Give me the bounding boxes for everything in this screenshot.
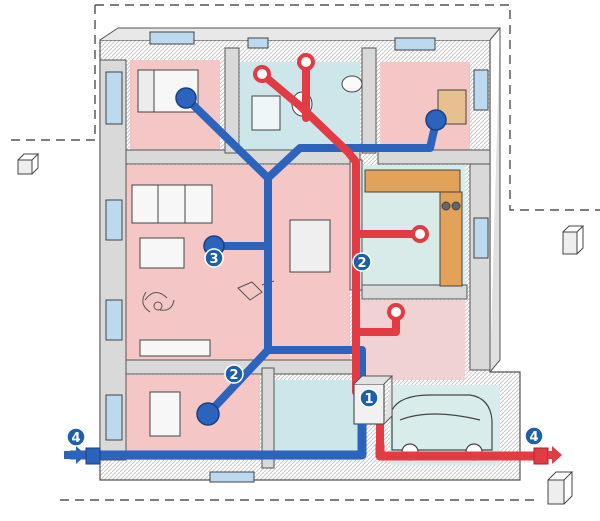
badge-outdoor-out: 4 [524, 426, 544, 446]
bench-icon [139, 339, 211, 357]
badge-outdoor-in: 4 [66, 427, 86, 447]
hall-floor [355, 300, 465, 380]
badge-unit-label: 1 [364, 392, 373, 407]
bed-bottom-icon [149, 391, 181, 437]
property-boundary [5, 4, 600, 211]
garden-post-left [17, 153, 40, 175]
supply-terminals [253, 53, 429, 321]
interior-walls [99, 47, 491, 469]
washbasin-icon [341, 75, 363, 93]
room-divider-icon [289, 219, 331, 273]
bedroom-bottom-floor [120, 375, 260, 460]
dresser-icon [437, 89, 467, 125]
extract-terminals [175, 87, 447, 426]
table-icon [139, 237, 185, 269]
badge-outdoor-in-label: 4 [71, 431, 80, 446]
badge-extract-duct: 2 [224, 364, 244, 384]
shower-icon [251, 95, 281, 131]
badge-terminal: 3 [204, 248, 224, 268]
sofa-icon [131, 184, 213, 224]
badge-supply-duct-label: 2 [357, 256, 366, 271]
badge-supply-duct: 2 [352, 252, 372, 272]
kitchen-counter-icon [364, 169, 463, 287]
badge-extract-duct-label: 2 [229, 368, 238, 383]
utility-room-floor [270, 380, 360, 460]
supply-air-arrow-icon [64, 446, 86, 464]
badge-outdoor-out-label: 4 [529, 430, 538, 445]
exhaust-outlet-duct [375, 444, 562, 465]
badge-unit: 1 [359, 388, 379, 408]
plant-icon [142, 291, 175, 313]
outdoor-intake-duct [64, 424, 367, 465]
windows [105, 31, 489, 483]
exhaust-air-arrow-icon [548, 446, 562, 464]
badge-terminal-label: 3 [209, 252, 218, 267]
garden-post-right [562, 225, 585, 255]
garden-post-bottom-right [547, 471, 574, 505]
